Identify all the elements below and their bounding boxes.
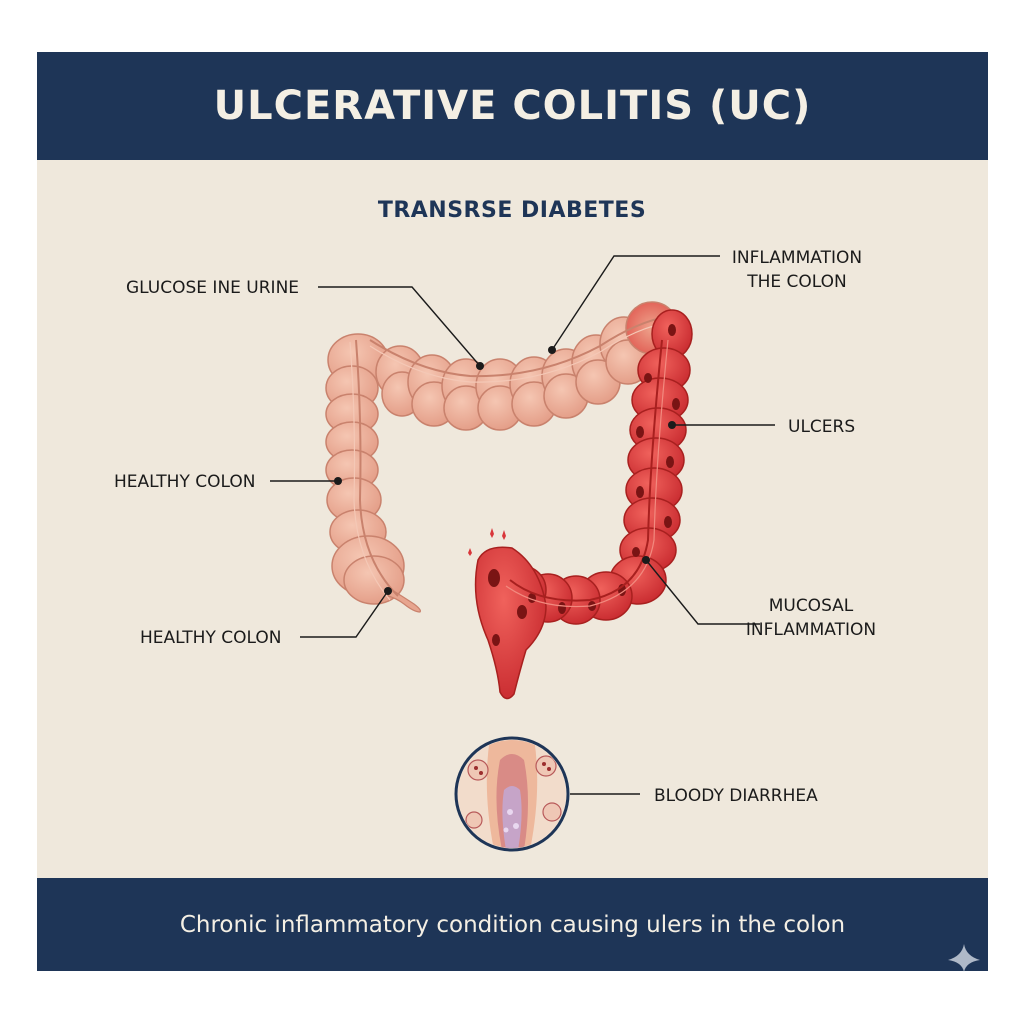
page-title: ULCERATIVE COLITIS (UC) xyxy=(213,83,812,129)
footer-caption: Chronic inflammatory condition causing u… xyxy=(179,911,846,938)
leader-dots xyxy=(334,346,676,595)
healthy-colon-illustration xyxy=(325,301,679,613)
label-inflammation-colon: INFLAMMATION THE COLON xyxy=(716,246,878,294)
label-healthy-colon-1: HEALTHY COLON xyxy=(114,472,256,492)
leader-mucosal-inflammation xyxy=(645,559,760,625)
label-mucosal-line1: MUCOSAL xyxy=(768,596,854,616)
leader-inflammation-colon xyxy=(551,255,720,351)
label-mucosal-inflammation: MUCOSAL INFLAMMATION xyxy=(734,594,888,642)
label-healthy-colon-2: HEALTHY COLON xyxy=(140,628,282,648)
label-inflammation-line1: INFLAMMATION xyxy=(731,248,863,268)
label-inflammation-line2: THE COLON xyxy=(747,272,847,292)
footer-bar: Chronic inflammatory condition causing u… xyxy=(37,878,988,971)
inflamed-colon-illustration xyxy=(468,309,693,700)
label-ulcers: ULCERS xyxy=(788,417,856,437)
label-glucose-urine: GLUCOSE INE URINE xyxy=(126,278,300,298)
label-bloody-diarrhea: BLOODY DIARRHEA xyxy=(654,786,818,806)
sparkle-icon xyxy=(948,944,980,972)
tissue-cross-section-icon xyxy=(454,736,570,852)
leader-glucose-urine xyxy=(318,286,481,367)
leader-lines xyxy=(270,255,775,795)
leader-healthy-colon-2 xyxy=(300,590,389,638)
label-mucosal-line2: INFLAMMATION xyxy=(745,620,877,640)
diagram-subtitle: TRANSRSE DIABETES xyxy=(377,198,647,223)
header-bar: ULCERATIVE COLITIS (UC) xyxy=(37,52,988,160)
